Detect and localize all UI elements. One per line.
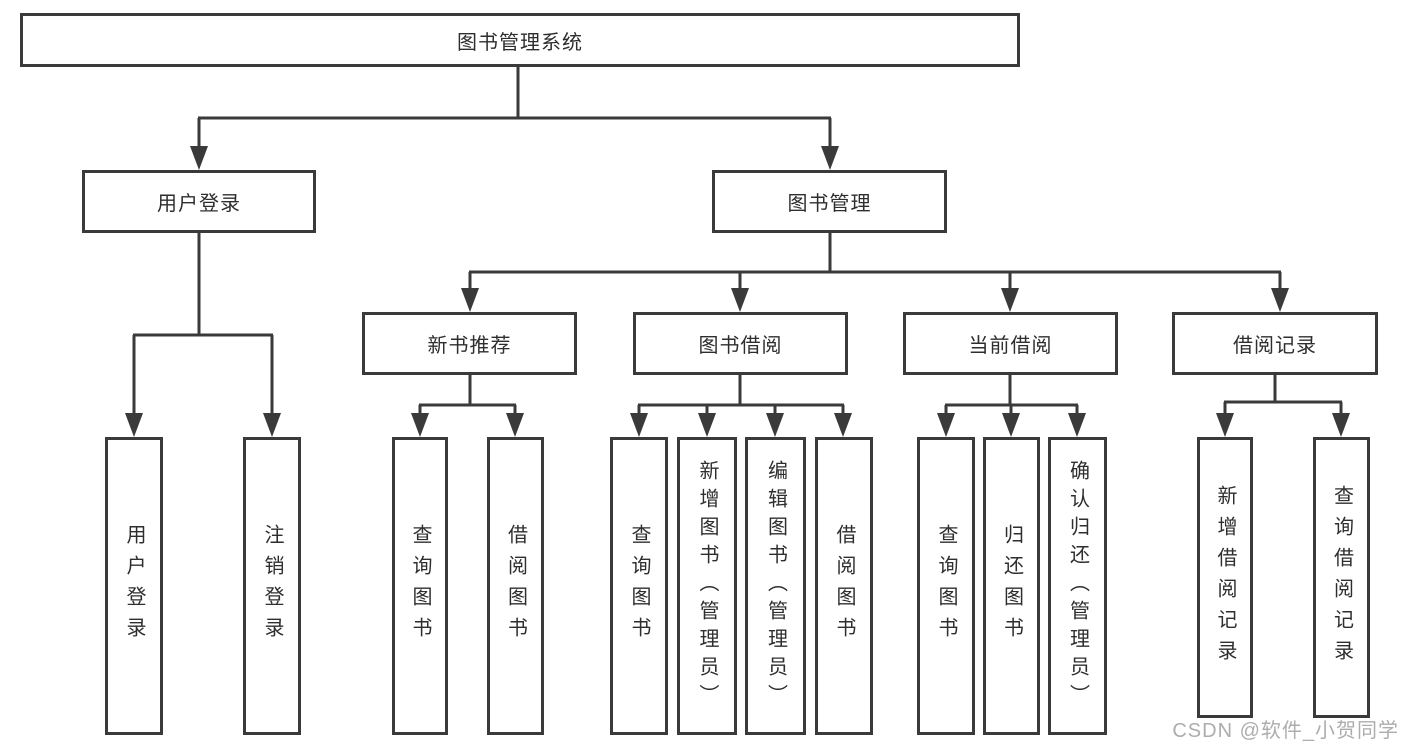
- leaf-records-add-label: 新增借阅记录: [1214, 484, 1236, 671]
- leaf-borrow-query-label: 查询图书: [628, 524, 650, 648]
- leaf-current-confirm-admin: 确认归还（管理员）: [1048, 437, 1107, 735]
- leaf-records-query-label: 查询借阅记录: [1330, 484, 1353, 671]
- arrowhead: [1332, 413, 1350, 437]
- arrowhead: [630, 413, 648, 437]
- leaf-newbook-borrow: 借阅图书: [487, 437, 544, 735]
- node-book-mgmt-branch: 图书管理: [712, 170, 947, 233]
- leaf-current-return: 归还图书: [983, 437, 1040, 735]
- node-root: 图书管理系统: [20, 13, 1020, 67]
- node-user-login-branch-label: 用户登录: [157, 193, 241, 215]
- arrowhead: [411, 413, 429, 437]
- node-current-borrow-label: 当前借阅: [968, 335, 1053, 357]
- leaf-user-login-label: 用户登录: [123, 524, 145, 648]
- leaf-borrow-book: 借阅图书: [815, 437, 873, 735]
- arrowhead: [821, 146, 839, 170]
- arrowhead: [1216, 413, 1234, 437]
- arrowhead: [125, 413, 143, 437]
- connector-user-login-to-leaves: [132, 233, 274, 416]
- leaf-current-query-label: 查询图书: [935, 524, 957, 648]
- leaf-logout: 注销登录: [243, 437, 301, 735]
- leaf-newbook-query: 查询图书: [392, 437, 448, 735]
- node-root-label: 图书管理系统: [457, 31, 583, 54]
- leaf-newbook-borrow-label: 借阅图书: [504, 524, 527, 648]
- leaf-borrow-add-admin: 新增图书（管理员）: [677, 437, 737, 735]
- node-book-borrow: 图书借阅: [633, 312, 848, 375]
- arrowhead: [937, 413, 955, 437]
- node-borrow-records-label: 借阅记录: [1233, 335, 1317, 357]
- arrowhead: [190, 146, 208, 170]
- leaf-records-query: 查询借阅记录: [1313, 437, 1370, 718]
- arrowhead: [834, 413, 852, 437]
- node-new-book-recommend-label: 新书推荐: [427, 335, 512, 357]
- arrowhead: [1001, 288, 1019, 312]
- arrowhead: [263, 413, 281, 437]
- arrowhead: [1002, 413, 1020, 437]
- leaf-borrow-add-admin-label: 新增图书（管理员）: [696, 460, 718, 712]
- arrowhead: [461, 288, 479, 312]
- arrowhead: [1068, 413, 1086, 437]
- node-current-borrow: 当前借阅: [903, 312, 1118, 375]
- connector-book-borrow-to-leaves: [637, 375, 845, 417]
- connector-current-borrow-to-leaves: [944, 375, 1079, 417]
- leaf-user-login: 用户登录: [105, 437, 163, 735]
- node-book-borrow-label: 图书借阅: [698, 335, 783, 357]
- node-book-mgmt-branch-label: 图书管理: [787, 193, 872, 215]
- leaf-records-add: 新增借阅记录: [1197, 437, 1253, 718]
- node-new-book-recommend: 新书推荐: [362, 312, 577, 375]
- arrowhead: [766, 413, 784, 437]
- leaf-logout-label: 注销登录: [261, 524, 283, 648]
- leaf-borrow-query: 查询图书: [610, 437, 668, 735]
- connector-book-mgmt-to-level3: [468, 233, 1282, 291]
- leaf-borrow-edit-admin: 编辑图书（管理员）: [745, 437, 806, 735]
- connector-root-to-level2: [197, 67, 832, 150]
- connector-borrow-records-to-leaves: [1223, 375, 1343, 417]
- leaf-borrow-book-label: 借阅图书: [833, 524, 855, 648]
- connector-new-book-to-leaves: [418, 375, 517, 417]
- arrowhead: [1271, 288, 1289, 312]
- node-user-login-branch: 用户登录: [82, 170, 316, 233]
- leaf-newbook-query-label: 查询图书: [409, 524, 431, 648]
- node-borrow-records: 借阅记录: [1172, 312, 1378, 375]
- arrowhead: [698, 413, 716, 437]
- leaf-borrow-edit-admin-label: 编辑图书（管理员）: [764, 460, 787, 712]
- arrowhead: [731, 288, 749, 312]
- leaf-current-return-label: 归还图书: [1000, 524, 1023, 648]
- leaf-current-query: 查询图书: [917, 437, 975, 735]
- leaf-current-confirm-admin-label: 确认归还（管理员）: [1066, 460, 1089, 712]
- arrowhead: [506, 413, 524, 437]
